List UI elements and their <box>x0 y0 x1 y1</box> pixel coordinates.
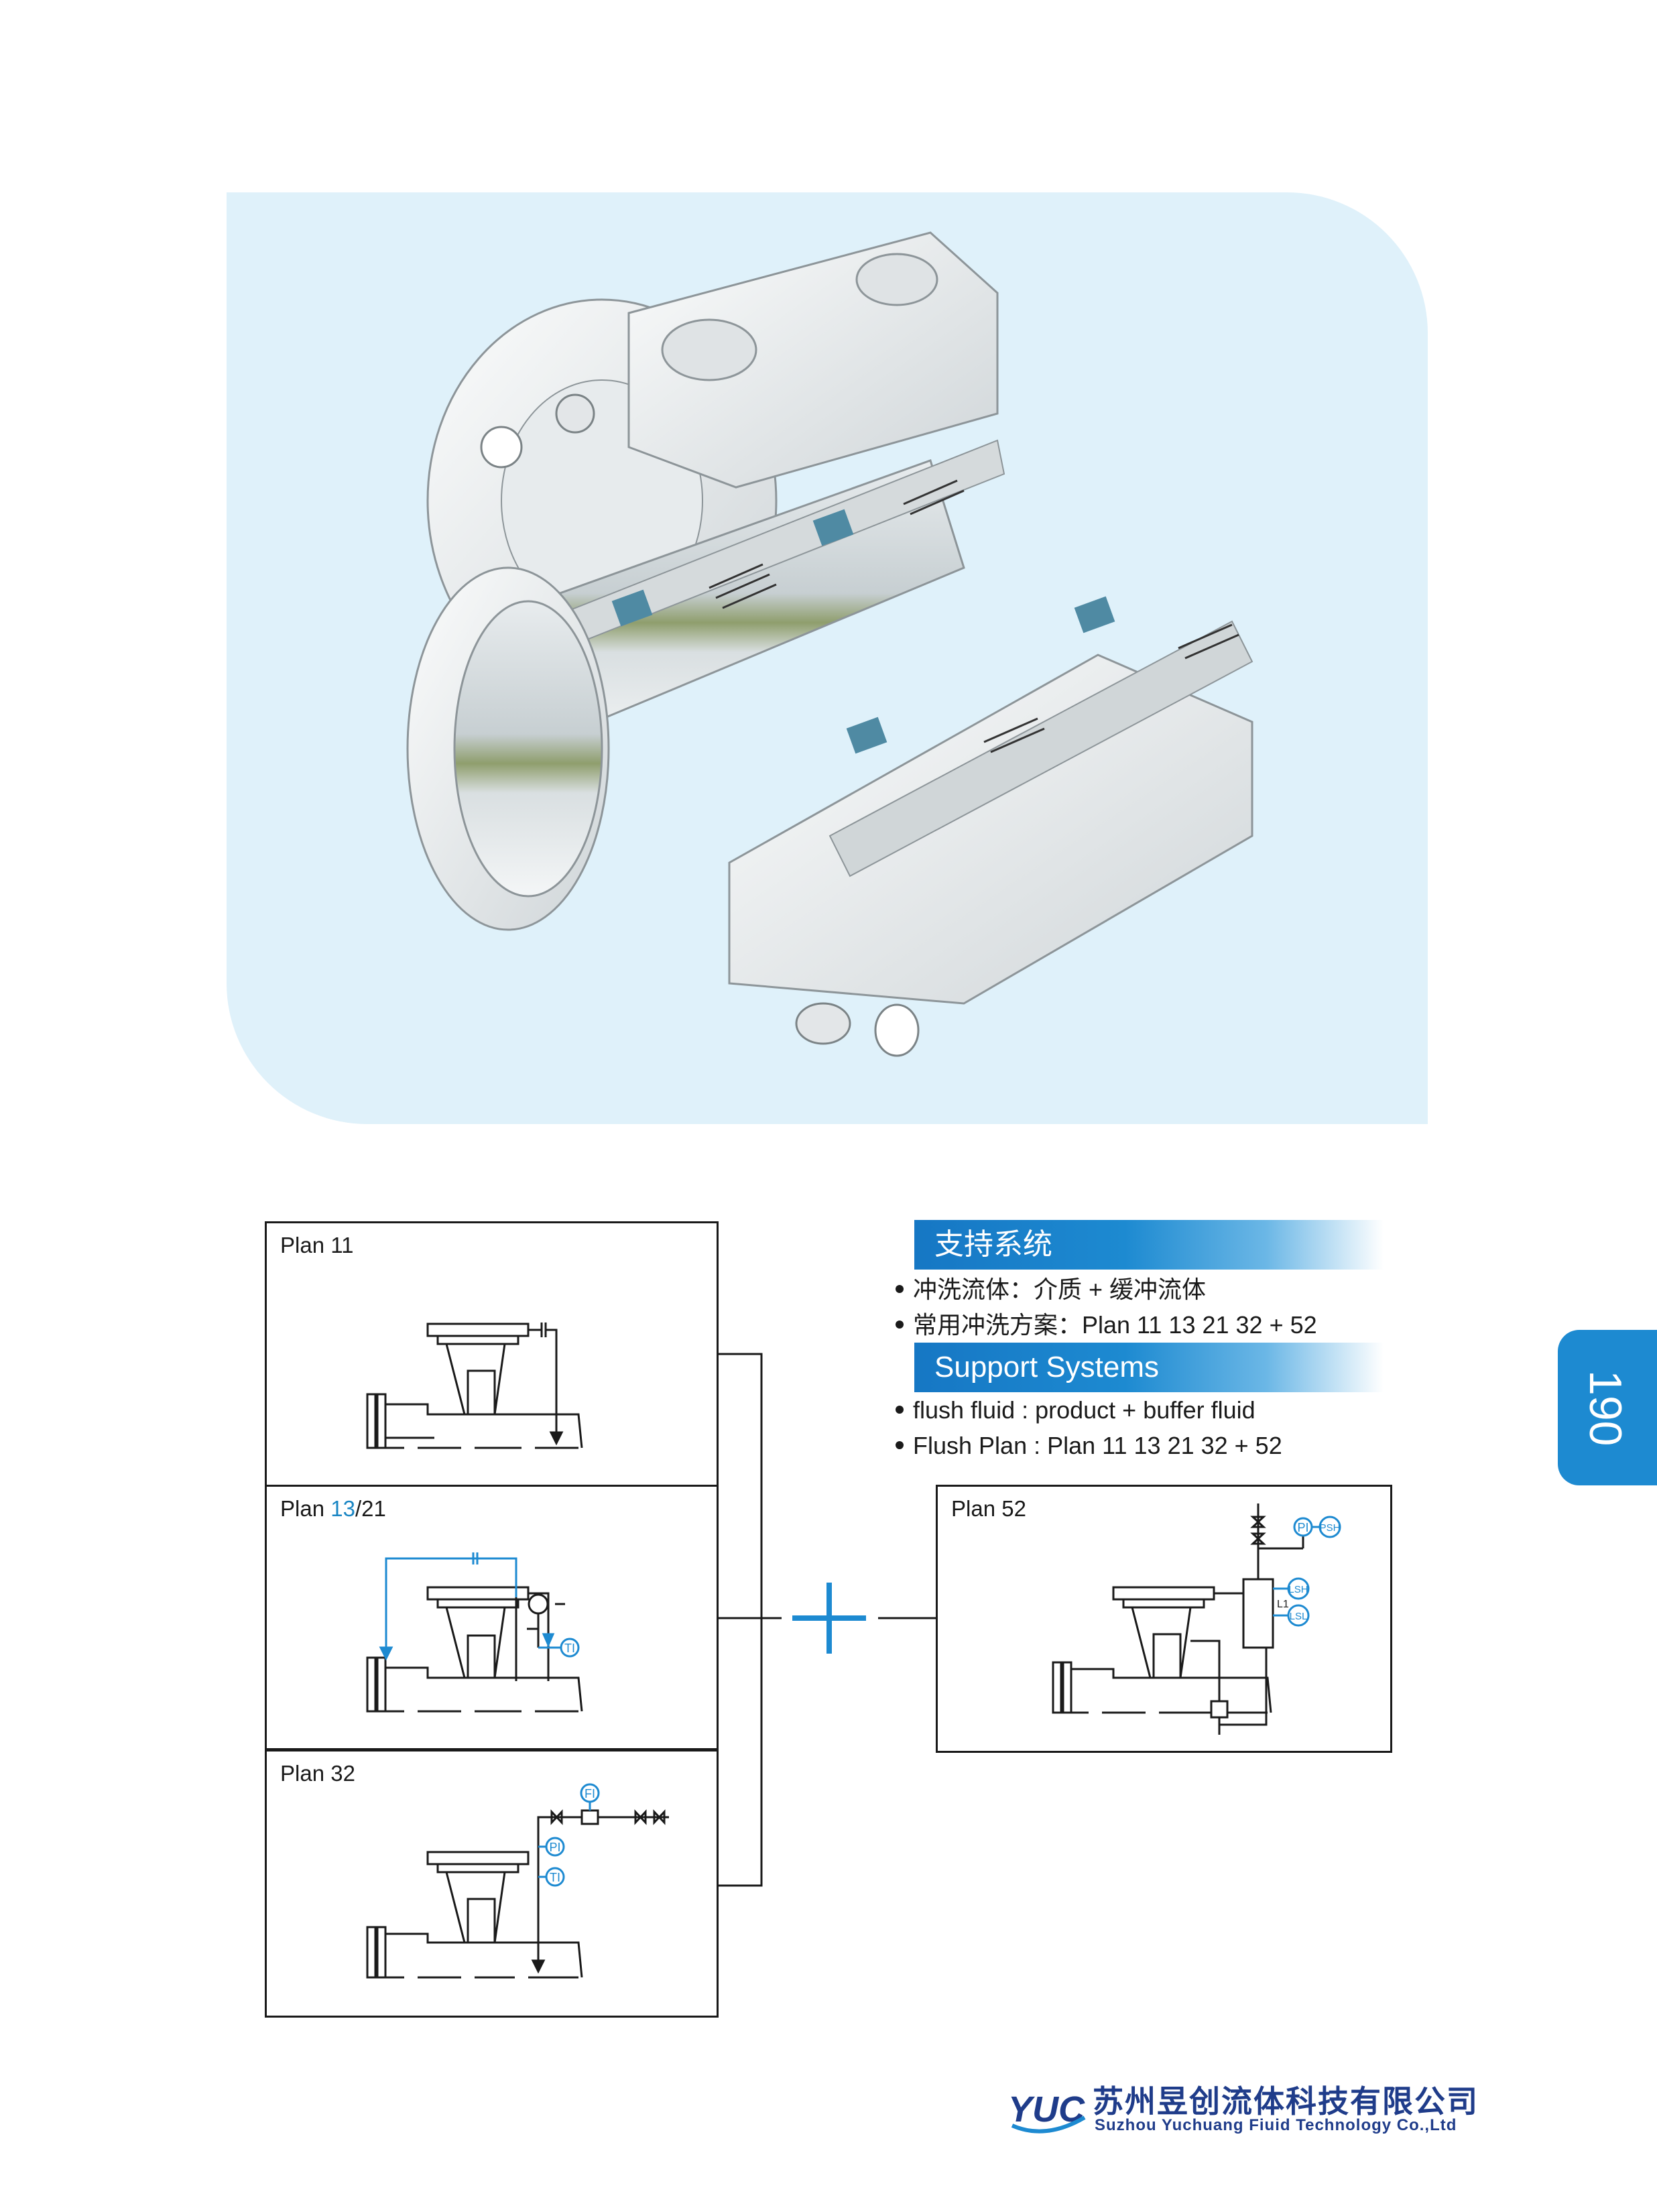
plan-13-21-diagram: TI <box>366 1552 583 1713</box>
support-heading-cn: 支持系统 <box>914 1220 1384 1270</box>
psh-label: PSH <box>1320 1522 1341 1534</box>
bullet-icon <box>896 1320 904 1329</box>
plan-52-diagram: PI PSH LSH LSL L1 <box>1052 1503 1341 1735</box>
hero-panel <box>227 192 1428 1124</box>
company-name-en: Suzhou Yuchuang Fiuid Technology Co.,Ltd <box>1095 2116 1457 2134</box>
plan-13-21-title: Plan 13/21 <box>280 1496 386 1521</box>
list-item: Flush Plan : Plan 11 13 21 32 + 52 <box>896 1428 1282 1463</box>
plan-32-diagram: PI TI FI <box>366 1783 669 1979</box>
page-number: 190 <box>1580 1370 1631 1447</box>
plan-52-title: Plan 52 <box>951 1496 1026 1521</box>
plan-13-21-panel: Plan 13/21 TI <box>265 1485 719 1750</box>
ti-label-1: TI <box>564 1642 575 1655</box>
list-item: 常用冲洗方案：Plan 11 13 21 32 + 52 <box>896 1307 1317 1343</box>
company-logo-icon: YUC <box>1008 2089 1086 2134</box>
pi-label-2: PI <box>1297 1521 1308 1534</box>
lsh-label: LSH <box>1288 1584 1308 1595</box>
mechanical-seal-cutaway-illustration <box>406 231 1253 1057</box>
bullet-icon <box>896 1441 904 1450</box>
plan-52-panel: Plan 52 <box>936 1485 1392 1753</box>
company-footer: YUC 苏州昱创流体科技有限公司 Suzhou Yuchuang Fiuid T… <box>1005 2075 1488 2148</box>
plan-32-panel: Plan 32 PI TI FI <box>265 1749 719 2018</box>
pi-label-1: PI <box>549 1841 560 1854</box>
bullet-icon <box>896 1406 904 1414</box>
list-item: flush fluid : product + buffer fluid <box>896 1392 1282 1428</box>
plan-11-diagram <box>366 1323 583 1449</box>
plus-icon <box>792 1583 866 1654</box>
l1-label: L1 <box>1277 1599 1289 1610</box>
plan-32-title: Plan 32 <box>280 1761 355 1786</box>
page-number-tab: 190 <box>1558 1330 1657 1485</box>
plan-11-title: Plan 11 <box>280 1233 354 1257</box>
list-item: 冲洗流体：介质 + 缓冲流体 <box>896 1272 1317 1307</box>
support-heading-en: Support Systems <box>914 1343 1384 1392</box>
company-name-cn: 苏州昱创流体科技有限公司 <box>1093 2083 1479 2119</box>
ti-label-2: TI <box>550 1871 560 1884</box>
support-list-en: flush fluid : product + buffer fluid Flu… <box>896 1392 1282 1463</box>
lsl-label: LSL <box>1290 1611 1308 1622</box>
bullet-icon <box>896 1285 904 1294</box>
support-list-cn: 冲洗流体：介质 + 缓冲流体 常用冲洗方案：Plan 11 13 21 32 +… <box>896 1272 1317 1343</box>
fi-label: FI <box>585 1787 595 1800</box>
plan-11-panel: Plan 11 <box>265 1221 719 1487</box>
